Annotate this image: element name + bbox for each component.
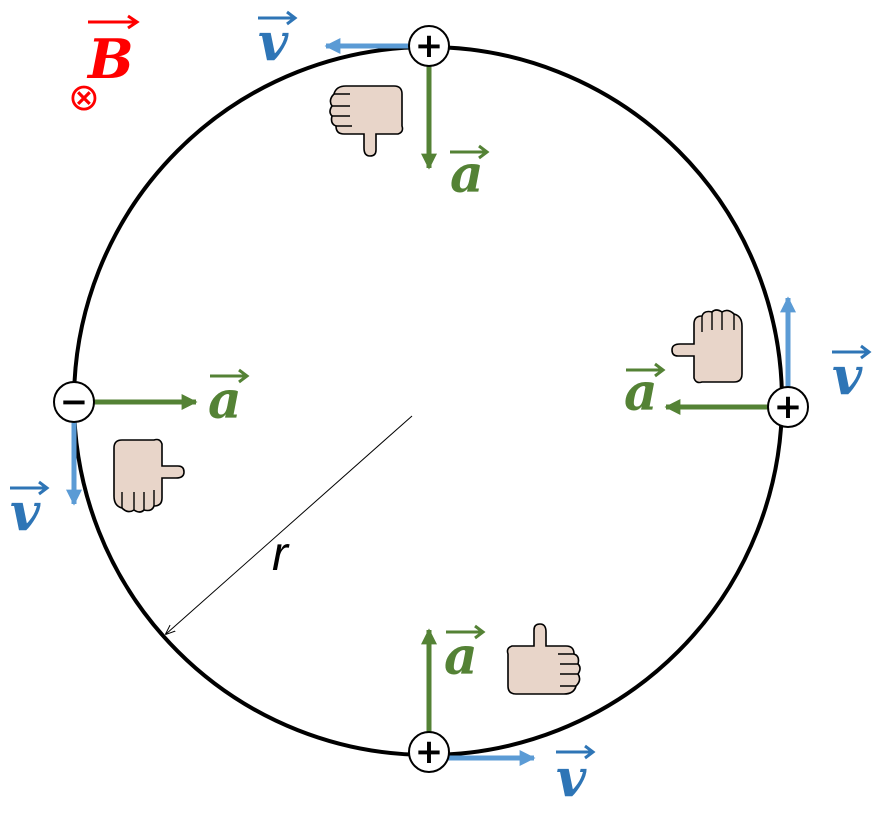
svg-text:a: a [450,144,484,205]
thumb-up-hand-icon [506,623,581,695]
svg-text:a: a [208,370,242,431]
velocity-label-top: v [258,10,298,73]
charge-sign-bottom: + [415,732,444,772]
velocity-label-bottom: v [556,744,596,809]
thumb-down-hand-icon [329,85,404,157]
charge-sign-left: − [60,382,89,422]
charge-sign-right: + [774,387,803,427]
accel-label-right: a [624,362,666,423]
radius-arrow [166,415,413,634]
charge-top: + v a [258,10,490,205]
field-letter: B [86,27,134,91]
thumb-left-hand-icon [671,309,743,384]
charge-right: + v a [624,296,872,428]
charge-bottom: + v a [408,623,596,809]
velocity-label-left: v [10,480,50,543]
velocity-label-right: v [832,344,872,407]
accel-label-top: a [450,144,490,205]
svg-text:v: v [832,346,863,407]
svg-text:v: v [258,12,289,73]
field-label: B ⊗ [68,14,140,119]
thumb-right-hand-icon [113,438,185,513]
svg-text:v: v [10,482,41,543]
charge-sign-top: + [415,26,444,66]
accel-label-left: a [208,368,250,431]
radius-label: r [272,528,290,581]
svg-text:a: a [624,362,658,423]
accel-label-bottom: a [444,624,486,687]
svg-text:a: a [444,626,478,687]
charge-left: − v a [10,368,250,543]
into-page-icon: ⊗ [68,75,100,119]
svg-text:v: v [556,748,587,809]
